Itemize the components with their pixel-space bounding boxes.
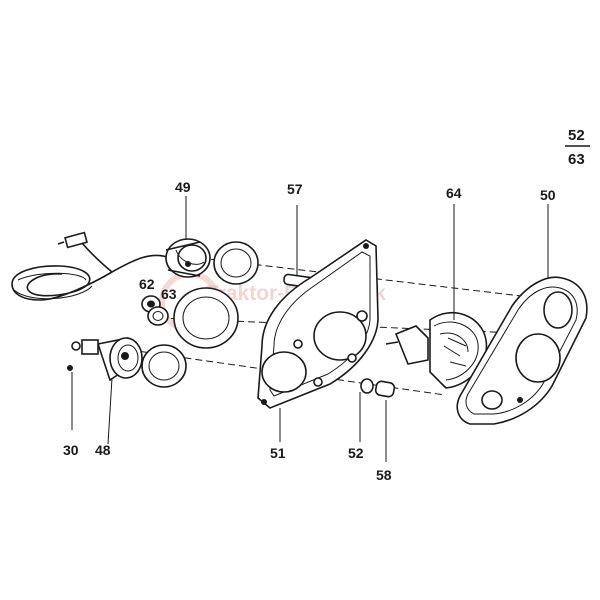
leader-lines — [107, 196, 187, 445]
callout-62: 62 — [139, 276, 155, 292]
lamp-housing-48 — [81, 337, 143, 382]
callout-57: 57 — [287, 181, 303, 197]
callout-48: 48 — [95, 442, 111, 458]
callout-49: 49 — [175, 179, 191, 195]
plug-58 — [374, 380, 396, 462]
gasket-lower — [141, 344, 187, 388]
callout-58: 58 — [376, 467, 392, 483]
page-ref-numerator: 52 — [568, 127, 585, 144]
page-reference: 52 63 — [565, 127, 590, 168]
screw-30 — [67, 341, 81, 430]
callout-50: 50 — [540, 187, 556, 203]
callout-labels: 49 57 64 50 62 63 30 48 51 52 58 — [63, 179, 556, 483]
washer-63 — [147, 306, 169, 326]
lens-cover-50 — [456, 204, 588, 425]
gasket-middle — [173, 287, 239, 349]
plug-52 — [359, 378, 374, 442]
cable-with-sensor — [11, 231, 171, 301]
callout-63: 63 — [161, 286, 177, 302]
callout-52: 52 — [348, 445, 364, 461]
reflector-64 — [385, 204, 488, 389]
callout-30: 30 — [63, 442, 79, 458]
lamp-housing-49 — [165, 238, 211, 278]
mounting-plate-51 — [257, 239, 379, 442]
gasket-upper — [213, 241, 259, 285]
callout-64: 64 — [446, 185, 462, 201]
page-ref-denominator: 63 — [568, 151, 585, 168]
callout-51: 51 — [270, 445, 286, 461]
